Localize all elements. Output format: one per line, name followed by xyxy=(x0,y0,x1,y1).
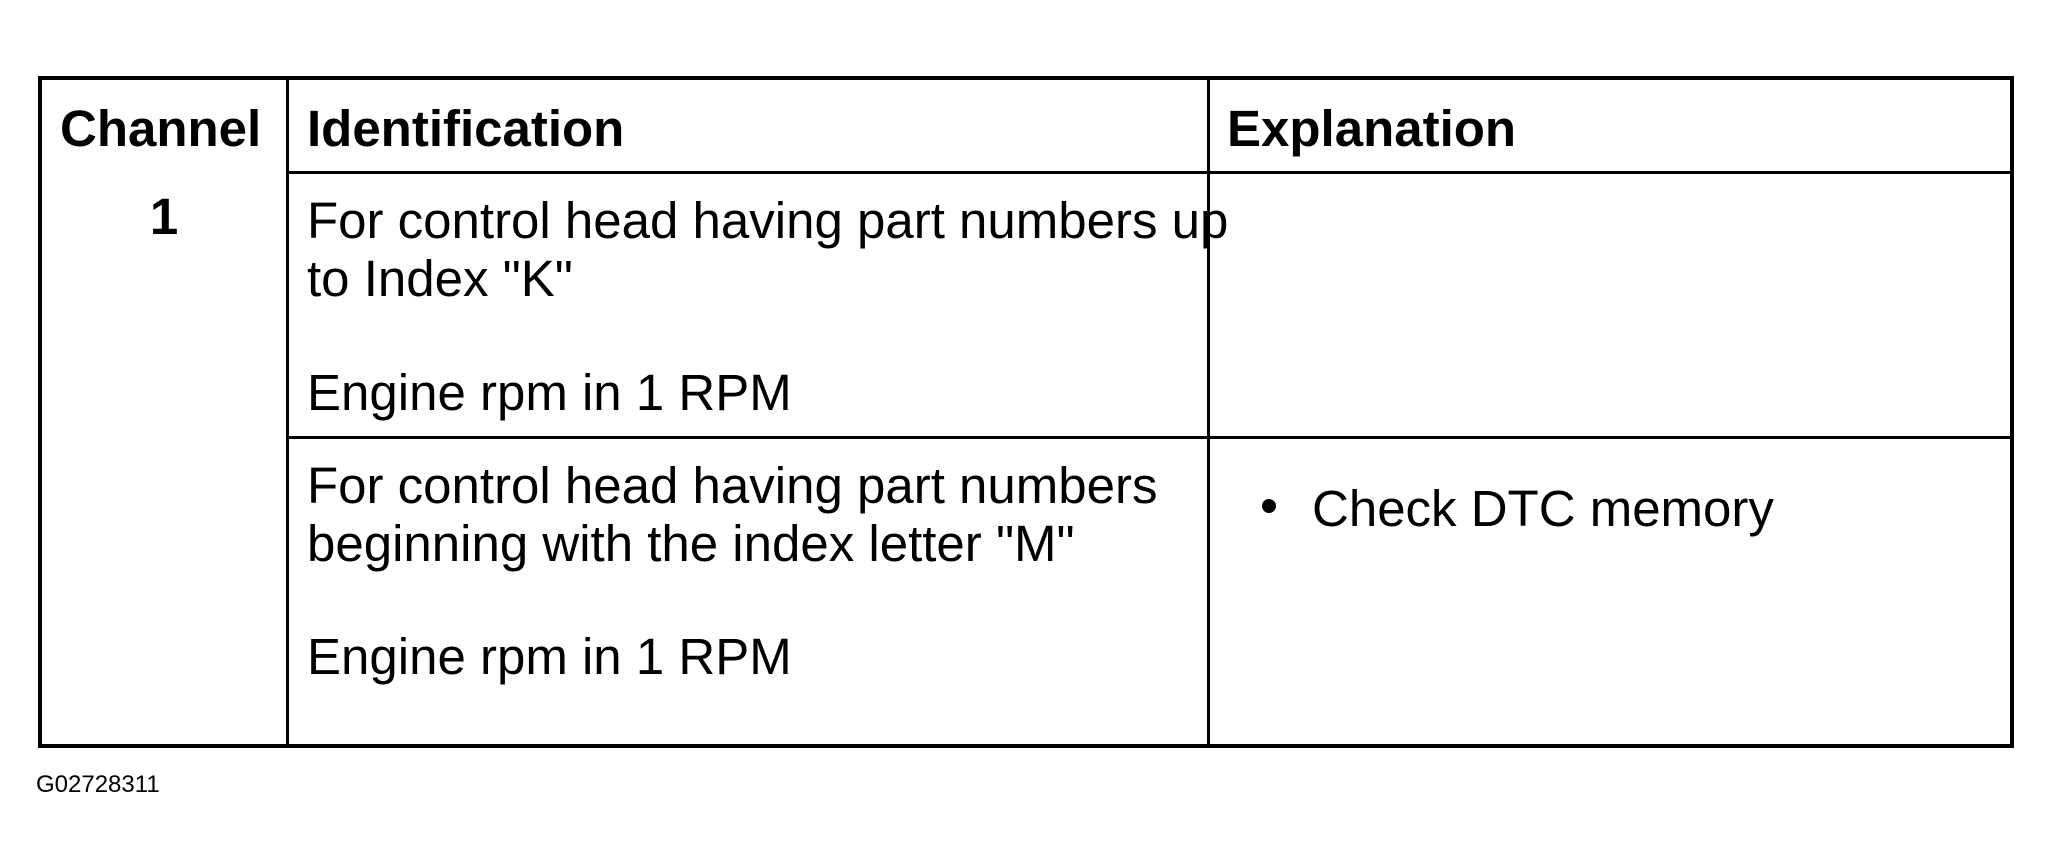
row-divider xyxy=(286,436,2010,439)
channel-value: 1 xyxy=(149,188,179,245)
header-channel: Channel xyxy=(60,100,262,157)
header-divider xyxy=(286,171,2010,174)
header-explanation: Explanation xyxy=(1227,100,1517,157)
row-1-identification-detail: Engine rpm in 1 RPM xyxy=(307,364,792,421)
row-2-identification-line-1: For control head having part numbers xyxy=(307,457,1158,514)
channel-table: Channel Identification Explanation 1 For… xyxy=(38,76,2014,748)
row-2-explanation-bullet: Check DTC memory xyxy=(1312,480,1774,537)
row-2-identification-line-2: beginning with the index letter "M" xyxy=(307,515,1075,572)
row-1-identification-line-2: to Index "K" xyxy=(307,250,573,307)
row-2-identification-detail: Engine rpm in 1 RPM xyxy=(307,628,792,685)
column-divider-2 xyxy=(1207,80,1210,744)
column-divider-1 xyxy=(286,80,289,744)
header-identification: Identification xyxy=(307,100,625,157)
bullet-icon xyxy=(1262,499,1276,513)
row-1-identification-line-1: For control head having part numbers up xyxy=(307,192,1229,249)
figure-id: G02728311 xyxy=(36,771,160,798)
